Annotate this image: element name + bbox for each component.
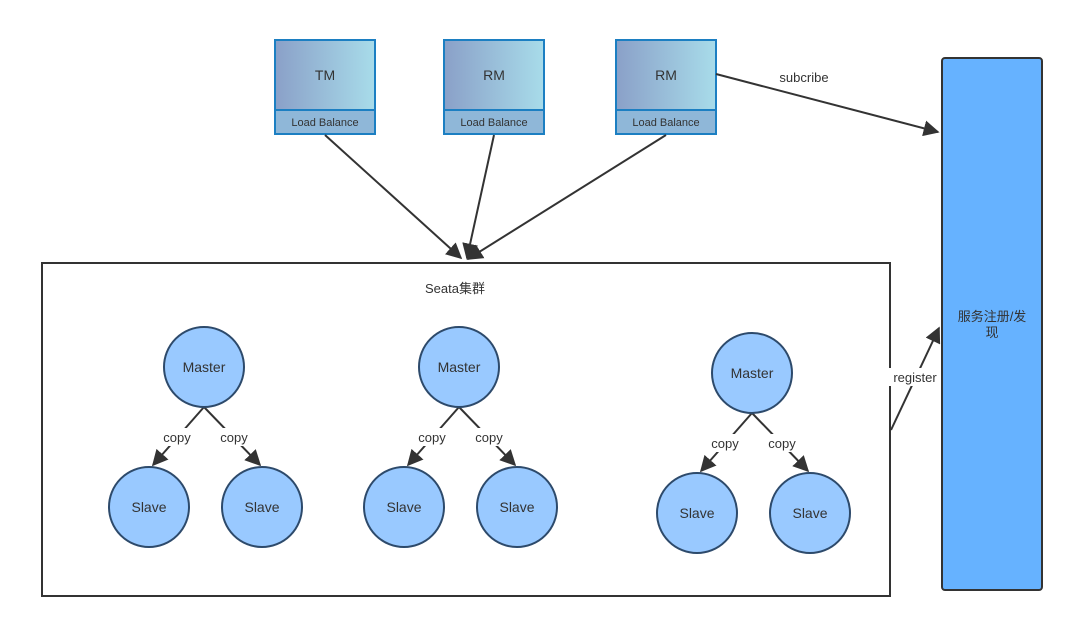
copy-label: copy bbox=[220, 430, 248, 445]
client-tm: TM Load Balance bbox=[274, 39, 376, 135]
client-role: RM bbox=[483, 67, 505, 83]
subscribe-arrow bbox=[715, 73, 940, 137]
copy-label-bg bbox=[214, 428, 252, 446]
register-label-bg bbox=[889, 368, 941, 386]
client-footer bbox=[615, 109, 717, 135]
subscribe-label: subcribe bbox=[779, 70, 828, 85]
slave-label: Slave bbox=[131, 499, 166, 515]
client-rm-2: RM Load Balance bbox=[615, 39, 717, 135]
cluster-group-1: copy copy Master Slave Slave bbox=[108, 326, 303, 548]
slave-node bbox=[769, 472, 851, 554]
copy-label-bg bbox=[158, 428, 196, 446]
client-role: TM bbox=[315, 67, 335, 83]
client-role: RM bbox=[655, 67, 677, 83]
registry-label-line2: 现 bbox=[985, 325, 998, 340]
copy-label: copy bbox=[163, 430, 191, 445]
copy-label: copy bbox=[711, 436, 739, 451]
client-sub: Load Balance bbox=[460, 117, 527, 129]
master-node bbox=[163, 326, 245, 408]
slave-node bbox=[363, 466, 445, 548]
copy-label: copy bbox=[475, 430, 503, 445]
client-to-cluster-arrow bbox=[462, 134, 495, 260]
client-sub: Load Balance bbox=[291, 117, 358, 129]
copy-label-bg bbox=[762, 434, 800, 452]
copy-label: copy bbox=[418, 430, 446, 445]
client-to-cluster-arrow bbox=[466, 134, 667, 260]
registry-box bbox=[941, 57, 1043, 591]
slave-node bbox=[221, 466, 303, 548]
client-sub: Load Balance bbox=[632, 117, 699, 129]
master-label: Master bbox=[731, 365, 774, 381]
master-label: Master bbox=[438, 359, 481, 375]
master-node bbox=[711, 332, 793, 414]
cluster-title: Seata集群 bbox=[425, 281, 485, 296]
master-label: Master bbox=[183, 359, 226, 375]
cluster-group-2: copy copy Master Slave Slave bbox=[363, 326, 558, 548]
slave-node bbox=[476, 466, 558, 548]
slave-label: Slave bbox=[499, 499, 534, 515]
slave-label: Slave bbox=[792, 505, 827, 521]
slave-label: Slave bbox=[679, 505, 714, 521]
client-to-cluster-arrow bbox=[324, 134, 463, 260]
master-node bbox=[418, 326, 500, 408]
slave-label: Slave bbox=[244, 499, 279, 515]
register-label: register bbox=[893, 370, 937, 385]
copy-label-bg bbox=[469, 428, 507, 446]
registry-label-line1: 服务注册/发 bbox=[958, 309, 1027, 324]
client-footer bbox=[274, 109, 376, 135]
client-body bbox=[274, 39, 376, 111]
cluster-group-3: copy copy Master Slave Slave bbox=[656, 332, 851, 554]
copy-label-bg bbox=[706, 434, 744, 452]
copy-label: copy bbox=[768, 436, 796, 451]
client-footer bbox=[443, 109, 545, 135]
slave-node bbox=[656, 472, 738, 554]
slave-label: Slave bbox=[386, 499, 421, 515]
copy-label-bg bbox=[413, 428, 451, 446]
client-rm-1: RM Load Balance bbox=[443, 39, 545, 135]
slave-node bbox=[108, 466, 190, 548]
